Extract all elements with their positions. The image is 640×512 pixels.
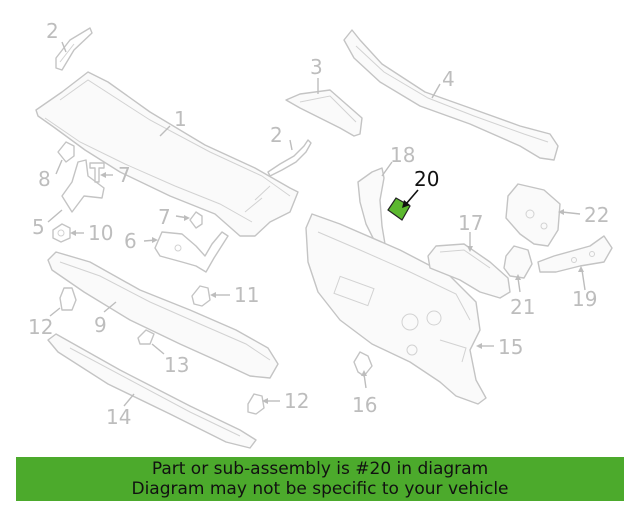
part-11-clip — [191, 285, 211, 307]
part-2-strip — [267, 139, 312, 177]
part-15-dash-panel — [305, 213, 487, 405]
part-10-nut — [52, 223, 71, 243]
banner-line-1: Part or sub-assembly is #20 in diagram — [151, 459, 489, 479]
banner-line-2: Diagram may not be specific to your vehi… — [131, 479, 509, 499]
part-12-clip-lower — [247, 393, 265, 415]
callout-21: 21 — [510, 295, 535, 319]
callout-5: 5 — [32, 215, 45, 239]
callout-15: 15 — [498, 335, 523, 359]
callout-4: 4 — [442, 67, 455, 91]
callout-13: 13 — [164, 353, 189, 377]
leader-lines — [47, 41, 586, 407]
callout-12b: 12 — [284, 389, 309, 413]
callout-6: 6 — [124, 229, 137, 253]
callout-8: 8 — [38, 167, 51, 191]
callout-3: 3 — [310, 55, 323, 79]
parts-diagram: 1 2 3 2 4 8 7 5 10 6 7 11 12 9 13 14 12 … — [28, 19, 613, 449]
callout-17: 17 — [458, 211, 483, 235]
callout-10: 10 — [88, 221, 113, 245]
part-5-bracket — [61, 159, 105, 213]
callout-16: 16 — [352, 393, 377, 417]
callout-1: 1 — [174, 107, 187, 131]
part-4-cross-member — [343, 29, 559, 161]
callout-11: 11 — [234, 283, 259, 307]
callout-labels: 1 2 3 2 4 8 7 5 10 6 7 11 12 9 13 14 12 … — [28, 19, 609, 429]
part-14-seal-strip — [47, 333, 257, 449]
part-18-trim — [357, 167, 387, 251]
part-3-panel — [285, 89, 363, 137]
part-8-bolt — [57, 141, 75, 163]
part-21-bracket — [503, 245, 533, 279]
part-13-clip — [137, 329, 155, 345]
callout-7a: 7 — [118, 163, 131, 187]
part-12-clip-left — [59, 287, 77, 311]
part-2-upper-bracket — [55, 27, 93, 71]
callout-20: 20 — [414, 167, 439, 191]
part-1-cowl-panel — [35, 71, 299, 237]
callout-9: 9 — [94, 313, 107, 337]
callout-18: 18 — [390, 143, 415, 167]
callout-22: 22 — [584, 203, 609, 227]
callout-2a: 2 — [46, 19, 59, 43]
callout-14: 14 — [106, 405, 131, 429]
part-22-bracket — [505, 183, 561, 247]
part-16-bracket — [353, 351, 373, 377]
part-19-bracket — [537, 235, 613, 273]
part-info-banner: Part or sub-assembly is #20 in diagram D… — [16, 457, 624, 501]
part-7-screw — [89, 162, 105, 183]
callout-7b: 7 — [158, 205, 171, 229]
callout-12a: 12 — [28, 315, 53, 339]
part-9-member — [47, 251, 279, 379]
part-20-highlighted — [387, 197, 411, 221]
callout-19: 19 — [572, 287, 597, 311]
part-6-bracket — [154, 231, 229, 273]
callout-2b: 2 — [270, 123, 283, 147]
part-7-clip — [189, 211, 203, 229]
part-17-duct — [427, 243, 511, 299]
